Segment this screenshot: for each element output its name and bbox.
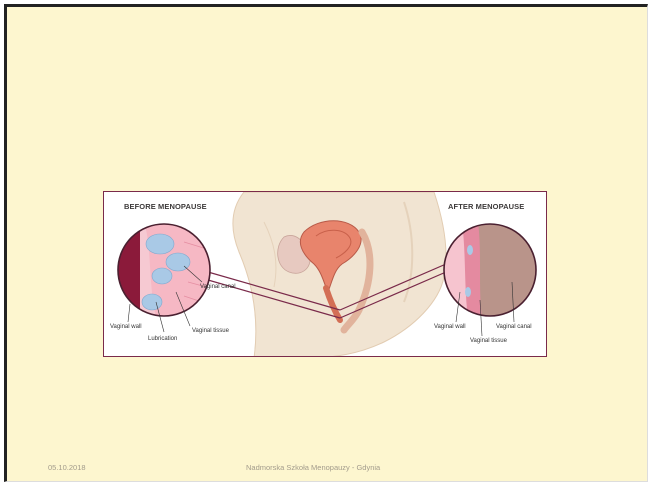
label-vaginal-wall-after: Vaginal wall	[434, 324, 466, 330]
body-silhouette	[233, 192, 446, 357]
footer-date: 05.10.2018	[48, 463, 86, 472]
label-vaginal-wall-before: Vaginal wall	[110, 324, 142, 330]
label-lubrication: Lubrication	[148, 336, 177, 342]
pointer-line	[128, 304, 130, 322]
label-vaginal-tissue-after: Vaginal tissue	[470, 338, 507, 344]
menopause-illustration: BEFORE MENOPAUSE AFTER MENOPAUSE Vaginal…	[103, 191, 547, 357]
after-menopause-title: AFTER MENOPAUSE	[448, 202, 524, 211]
label-vaginal-tissue-before: Vaginal tissue	[192, 328, 229, 334]
illustration-svg	[104, 192, 547, 357]
before-menopause-title: BEFORE MENOPAUSE	[124, 202, 207, 211]
slide: BEFORE MENOPAUSE AFTER MENOPAUSE Vaginal…	[4, 4, 648, 482]
label-vaginal-canal-after: Vaginal canal	[496, 324, 532, 330]
label-vaginal-canal-before: Vaginal canal	[200, 284, 236, 290]
footer-center-text: Nadmorska Szkoła Menopauzy - Gdynia	[246, 463, 380, 472]
